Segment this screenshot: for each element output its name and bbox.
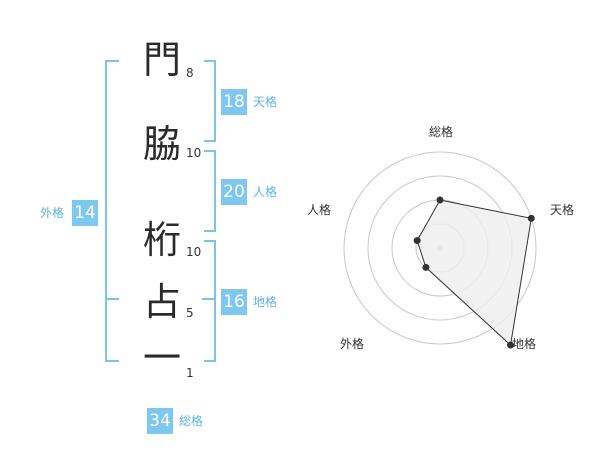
radar-point-4 bbox=[413, 237, 421, 245]
tenkaku-label: 天格 bbox=[253, 95, 278, 109]
gaikaku-badge: 14 bbox=[72, 200, 98, 226]
name-char-4: 占 bbox=[142, 280, 181, 324]
stroke-count-5: 1 bbox=[186, 366, 194, 380]
radar-point-2 bbox=[507, 341, 515, 349]
radar-label-chikaku: 地格 bbox=[511, 337, 536, 351]
stroke-count-2: 10 bbox=[186, 146, 202, 160]
tenkaku-badge: 18 bbox=[221, 89, 247, 115]
jinkaku-badge: 20 bbox=[221, 179, 247, 205]
radar-label-gaikaku: 外格 bbox=[339, 337, 364, 351]
radar-point-3 bbox=[422, 263, 430, 271]
stroke-count-4: 5 bbox=[186, 306, 194, 320]
chikaku-bracket bbox=[204, 240, 216, 362]
gaikaku-divider bbox=[105, 298, 119, 300]
radar-area bbox=[416, 199, 532, 347]
chikaku-divider bbox=[202, 298, 216, 300]
chikaku-label: 地格 bbox=[253, 295, 278, 309]
name-char-5: 一 bbox=[142, 336, 181, 380]
stroke-count-1: 8 bbox=[186, 66, 194, 80]
name-char-2: 脇 bbox=[142, 122, 181, 166]
tenkaku-bracket bbox=[204, 60, 216, 142]
radar-point-0 bbox=[436, 196, 444, 204]
stroke-count-3: 10 bbox=[186, 245, 202, 259]
soukaku-badge: 34 bbox=[147, 408, 173, 434]
radar-label-soukaku: 総格 bbox=[428, 125, 453, 139]
jinkaku-label: 人格 bbox=[253, 185, 278, 199]
name-char-1: 門 bbox=[142, 38, 181, 82]
chikaku-badge: 16 bbox=[221, 289, 247, 315]
jinkaku-bracket bbox=[204, 150, 216, 232]
gaikaku-bracket bbox=[105, 60, 119, 362]
gaikaku-label: 外格 bbox=[40, 206, 65, 220]
name-char-3: 桁 bbox=[142, 218, 181, 262]
radar-label-jinkaku: 人格 bbox=[306, 203, 331, 217]
radar-label-tenkaku: 天格 bbox=[549, 203, 574, 217]
radar-point-1 bbox=[527, 214, 535, 222]
radar-ring-4 bbox=[343, 151, 537, 345]
soukaku-label: 総格 bbox=[179, 414, 204, 428]
